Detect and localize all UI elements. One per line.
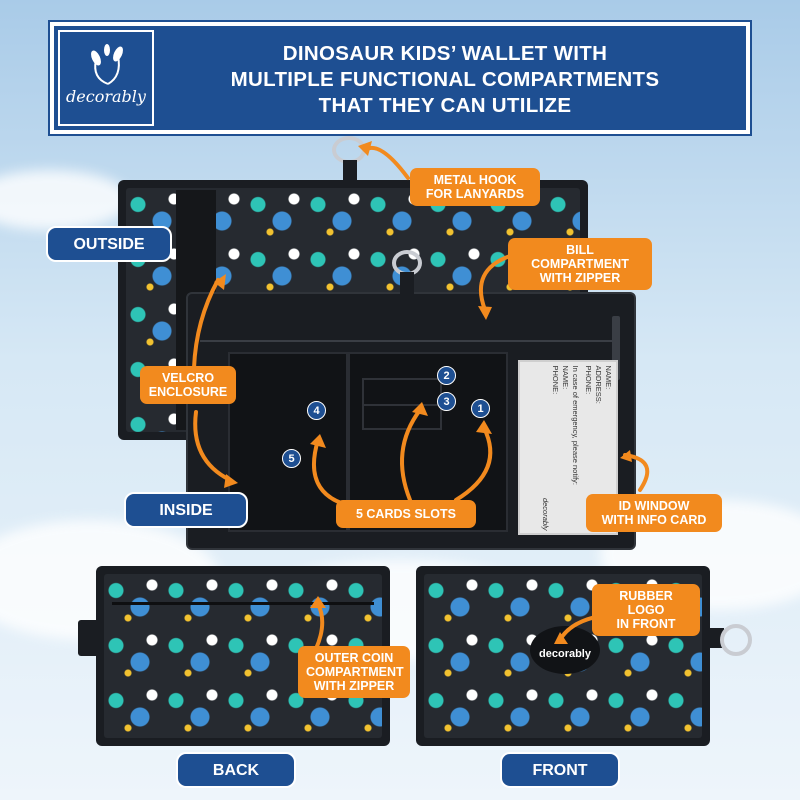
header-banner bbox=[50, 22, 750, 134]
arrow-icon bbox=[400, 408, 422, 502]
arrowhead-icon bbox=[214, 274, 226, 290]
arrow-icon bbox=[363, 146, 410, 180]
card-slot-panel bbox=[228, 352, 348, 532]
callout-line: FOR LANYARDS bbox=[425, 187, 525, 201]
slot-number-4: 4 bbox=[307, 401, 326, 420]
callout-line: ENCLOSURE bbox=[148, 385, 228, 399]
label-inside: INSIDE bbox=[124, 492, 248, 528]
callout-id-window: ID WINDOW WITH INFO CARD bbox=[586, 494, 722, 532]
arrow-icon bbox=[454, 426, 493, 502]
arrow-icon bbox=[479, 254, 512, 312]
arrow-icon bbox=[312, 438, 364, 510]
arrowhead-icon bbox=[476, 420, 492, 434]
front-logo-text: decorably bbox=[539, 648, 591, 660]
callout-line: WITH ZIPPER bbox=[313, 679, 395, 693]
callout-line: RUBBER LOGO bbox=[619, 589, 673, 617]
arrowhead-icon bbox=[310, 596, 326, 608]
slot-number-3: 3 bbox=[437, 392, 456, 411]
label-outside: OUTSIDE bbox=[46, 226, 172, 262]
coin-zipper bbox=[112, 602, 374, 605]
slot-number-2: 2 bbox=[437, 366, 456, 385]
bill-zipper-pocket bbox=[200, 308, 620, 342]
title-line-2: MULTIPLE FUNCTIONAL COMPARTMENTS bbox=[230, 68, 660, 91]
callout-rubber-logo: RUBBER LOGO IN FRONT bbox=[592, 584, 700, 636]
arrowhead-icon bbox=[358, 141, 372, 156]
title-line-1: DINOSAUR KIDS’ WALLET WITH bbox=[282, 42, 608, 65]
arrowhead-icon bbox=[412, 402, 428, 416]
label-front: FRONT bbox=[500, 752, 620, 788]
arrowhead-icon bbox=[620, 450, 632, 462]
title-line-3: THAT THEY CAN UTILIZE bbox=[318, 94, 572, 117]
callout-velcro: VELCRO ENCLOSURE bbox=[140, 366, 236, 404]
brand-name: decorably bbox=[66, 87, 146, 106]
slot-number-5: 5 bbox=[282, 449, 301, 468]
arrowhead-icon bbox=[224, 474, 238, 488]
callout-line: WITH INFO CARD bbox=[601, 513, 707, 527]
arrowhead-icon bbox=[478, 306, 492, 320]
inside-hook-strap bbox=[400, 272, 414, 296]
callout-line: BILL COMPARTMENT bbox=[531, 243, 629, 271]
slot-number-1: 1 bbox=[471, 399, 490, 418]
zipper-pull bbox=[612, 316, 620, 380]
arrow-icon bbox=[192, 278, 220, 370]
callout-line: METAL HOOK bbox=[433, 173, 517, 187]
side-strap bbox=[78, 620, 102, 656]
leaf-moon-icon bbox=[91, 44, 123, 85]
callout-line: VELCRO bbox=[161, 371, 215, 385]
callout-line: ID WINDOW bbox=[618, 499, 690, 513]
card-slot bbox=[362, 404, 442, 430]
callout-coin-compartment: OUTER COIN COMPARTMENT WITH ZIPPER bbox=[298, 646, 410, 698]
side-strap bbox=[704, 628, 724, 648]
callout-card-slots: 5 CARDS SLOTS bbox=[336, 500, 476, 528]
arrow-icon bbox=[193, 410, 232, 482]
callout-line: WITH ZIPPER bbox=[539, 271, 621, 285]
callout-line: COMPARTMENT bbox=[306, 665, 404, 679]
callout-line: OUTER COIN bbox=[314, 651, 394, 665]
label-back: BACK bbox=[176, 752, 296, 788]
arrowhead-icon bbox=[554, 632, 568, 644]
callout-metal-hook: METAL HOOK FOR LANYARDS bbox=[410, 168, 540, 206]
callout-line: IN FRONT bbox=[616, 617, 676, 631]
front-hook-ring bbox=[720, 624, 752, 656]
hook-strap bbox=[343, 160, 357, 186]
arrowhead-icon bbox=[310, 434, 326, 448]
cloud bbox=[0, 170, 130, 230]
callout-bill-compartment: BILL COMPARTMENT WITH ZIPPER bbox=[508, 238, 652, 290]
brand-logo: decorably bbox=[58, 30, 154, 126]
